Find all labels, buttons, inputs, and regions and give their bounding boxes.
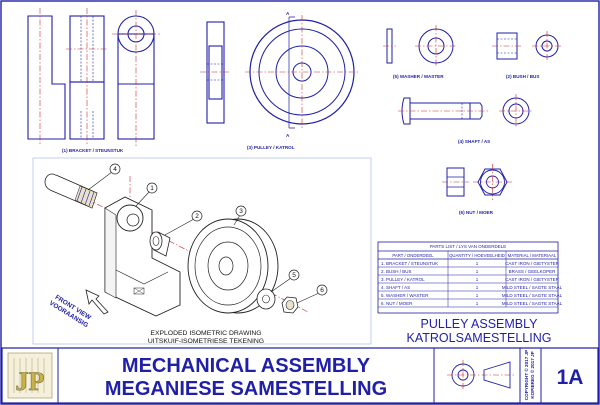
parts-row-6-qty: 1 xyxy=(476,301,479,306)
balloon-5: 5 xyxy=(270,269,300,293)
bush-views xyxy=(492,31,562,61)
parts-row-1-part: 1. BRACKET / STEUNSTUK xyxy=(381,261,438,266)
assembly-title-2: KATROLSAMESTELLING xyxy=(407,331,552,345)
isometric-caption-1: EXPLODED ISOMETRIC DRAWING xyxy=(150,330,261,337)
svg-text:6: 6 xyxy=(320,287,324,294)
parts-row-3-material: CAST IRON / GIETYSTER xyxy=(505,277,559,282)
parts-row-4-part: 4. SHAFT / AS xyxy=(381,285,410,290)
parts-row-4-material: MILD STEEL / SAGTE STAAL xyxy=(502,285,563,290)
parts-list xyxy=(377,241,559,314)
bracket-caption: (1) BRACKET / STEUNSTUK xyxy=(62,148,124,153)
parts-list-header-part: PART / ONDERDEEL xyxy=(392,253,434,258)
section-mark-top: A xyxy=(286,11,290,16)
shaft-views xyxy=(398,94,533,128)
parts-row-5-part: 5. WASHER / WASTER xyxy=(381,293,429,298)
title-block xyxy=(1,347,599,404)
svg-text:4: 4 xyxy=(113,166,117,173)
svg-text:KOPIEREG © 2017 JP: KOPIEREG © 2017 JP xyxy=(529,351,535,398)
parts-row-4-qty: 1 xyxy=(476,285,479,290)
svg-text:1: 1 xyxy=(150,185,154,192)
svg-text:3: 3 xyxy=(239,208,243,215)
parts-row-5-material: MILD STEEL / SAGTE STAAL xyxy=(502,293,563,298)
svg-text:JP: JP xyxy=(16,367,45,396)
parts-row-6-material: MILD STEEL / SAGTE STAAL xyxy=(502,301,563,306)
svg-text:2: 2 xyxy=(195,213,199,220)
parts-row-5-qty: 1 xyxy=(476,293,479,298)
parts-list-header-material: MATERIAL / MATERIAAL xyxy=(508,253,557,258)
nut-caption: (6) NUT / MOER xyxy=(459,210,494,215)
parts-list-header-qty: QUANTITY / HOEVEELHEID xyxy=(449,253,505,258)
washer-views xyxy=(383,25,457,67)
parts-row-2-material: BRASS / GEELKOPER xyxy=(509,269,557,274)
parts-row-2-qty: 1 xyxy=(476,269,479,274)
parts-row-1-material: CAST IRON / GIETYSTER xyxy=(505,261,559,266)
isometric-caption-2: UITSKUIF-ISOMETRIESE TEKENING xyxy=(148,338,264,345)
jp-logo: JP xyxy=(7,352,53,399)
washer-caption: (5) WASHER / WASTER xyxy=(393,74,444,79)
bush-caption: (2) BUSH / BUS xyxy=(506,74,539,79)
bracket-views xyxy=(27,8,160,146)
parts-row-1-qty: 1 xyxy=(476,261,479,266)
pulley-caption: (3) PULLEY / KATROL xyxy=(247,145,295,150)
parts-list-title: PARTS LIST / LYS VAN ONDERDELE xyxy=(430,244,507,249)
balloon-3: 3 xyxy=(233,205,247,226)
front-view-label: FRONT VIEW VOORAANSIG xyxy=(48,294,93,329)
front-view-arrow xyxy=(85,289,109,315)
balloon-4: 4 xyxy=(87,163,121,191)
balloon-2: 2 xyxy=(164,210,203,236)
balloon-1: 1 xyxy=(135,182,158,207)
parts-row-3-qty: 1 xyxy=(476,277,479,282)
parts-row-3-part: 3. PULLEY / KATROL xyxy=(381,277,425,282)
nut-views xyxy=(442,164,512,200)
isometric-drawing xyxy=(44,173,309,317)
assembly-title-1: PULLEY ASSEMBLY xyxy=(421,317,539,331)
main-title-1: MECHANICAL ASSEMBLY xyxy=(122,355,371,377)
pulley-views xyxy=(200,15,360,130)
svg-text:5: 5 xyxy=(292,272,296,279)
svg-text:COPYRIGHT © 2017 JP: COPYRIGHT © 2017 JP xyxy=(523,350,529,400)
section-mark-bottom: A xyxy=(286,133,290,138)
parts-row-2-part: 2. BUSH / BUS xyxy=(381,269,412,274)
balloon-6: 6 xyxy=(296,284,328,304)
main-title-2: MEGANIESE SAMESTELLING xyxy=(105,378,387,400)
projection-symbol-icon xyxy=(447,360,515,390)
shaft-caption: (4) SHAFT / AS xyxy=(458,139,490,144)
parts-row-6-part: 6. NUT / MOER xyxy=(381,301,413,306)
isometric-frame xyxy=(32,157,372,345)
sheet-number: 1A xyxy=(557,366,584,389)
copyright: COPYRIGHT © 2017 JP KOPIEREG © 2017 JP xyxy=(523,350,535,400)
